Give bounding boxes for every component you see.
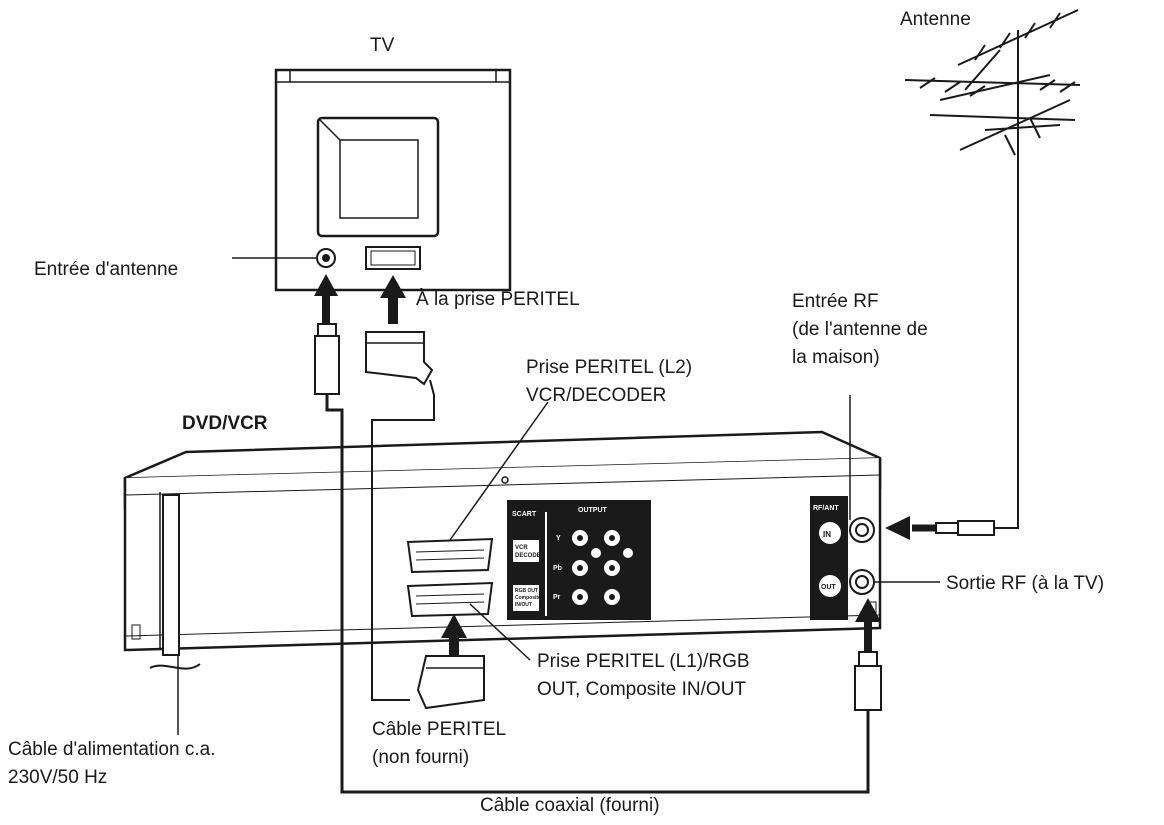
antenna-icon <box>904 9 1081 210</box>
panel-out-label: OUT <box>821 584 837 591</box>
coaxial-cable <box>314 274 882 794</box>
leader-scart-l2 <box>449 401 549 541</box>
tv-label: TV <box>370 35 395 56</box>
panel-output-title: OUTPUT <box>578 507 608 514</box>
rf-antenna-panel: RF/ANT IN OUT <box>810 496 848 620</box>
rf-input-label-line1: Entrée RF <box>792 291 879 312</box>
panel-composite-label: Composite <box>515 595 541 601</box>
tv-scart-jack <box>365 246 421 270</box>
panel-scart-title: SCART <box>512 511 537 518</box>
leader-scart-l1 <box>469 603 531 661</box>
rf-output-label: Sortie RF (à la TV) <box>946 573 1105 594</box>
arrow-rf-in <box>885 516 910 540</box>
panel-in-label: IN <box>823 530 831 539</box>
tv-screen <box>339 139 419 219</box>
power-cable <box>149 494 201 735</box>
scart-l2-label-line1: Prise PERITEL (L2) <box>526 357 693 378</box>
antenna-label: Antenne <box>900 9 971 30</box>
scart-l1-label-line1: Prise PERITEL (L1)/RGB <box>537 651 750 672</box>
scart-cable-label-line2: (non fourni) <box>372 747 470 768</box>
power-cable-label-line1: Câble d'alimentation c.a. <box>8 739 216 760</box>
scart-cable-label-line1: Câble PERITEL <box>372 719 507 740</box>
panel-pr-label: Pr <box>553 594 561 601</box>
av-output-panel: SCART OUTPUT VCR DECODER RGB OUT Composi… <box>507 500 651 620</box>
scart-l2-label-line2: VCR/DECODER <box>526 385 667 406</box>
vcr-scart-l2-jack <box>406 537 494 574</box>
to-scart-jack-label: À la prise PERITEL <box>416 289 580 310</box>
panel-vcr-label: VCR <box>515 545 528 551</box>
antenna-plug <box>935 520 995 536</box>
panel-pb-label: Pb <box>553 565 562 572</box>
tv-antenna-input-label: Entrée d'antenne <box>34 259 179 280</box>
panel-decoder-label: DECODER <box>515 553 546 559</box>
rf-input-label-line3: la maison) <box>792 347 880 368</box>
rf-out-jack <box>849 569 875 595</box>
scart-cable <box>365 275 485 710</box>
device-label: DVD/VCR <box>182 413 268 434</box>
vcr-scart-l1-jack <box>406 581 494 618</box>
panel-rf-ant-label: RF/ANT <box>813 505 839 512</box>
antenna-cable <box>994 210 1019 529</box>
coax-cable-label: Câble coaxial (fourni) <box>480 795 660 816</box>
dvd-vcr-unit <box>123 430 882 652</box>
panel-y-label: Y <box>556 535 561 542</box>
scart-l1-label-line2: OUT, Composite IN/OUT <box>537 679 747 700</box>
panel-inout-label: IN/OUT <box>515 602 532 608</box>
panel-rgb-out-label: RGB OUT <box>515 588 538 594</box>
rf-in-jack <box>849 517 875 543</box>
rf-input-label-line2: (de l'antenne de <box>792 319 928 340</box>
tv-set <box>274 68 512 292</box>
power-cable-label-line2: 230V/50 Hz <box>8 767 108 788</box>
